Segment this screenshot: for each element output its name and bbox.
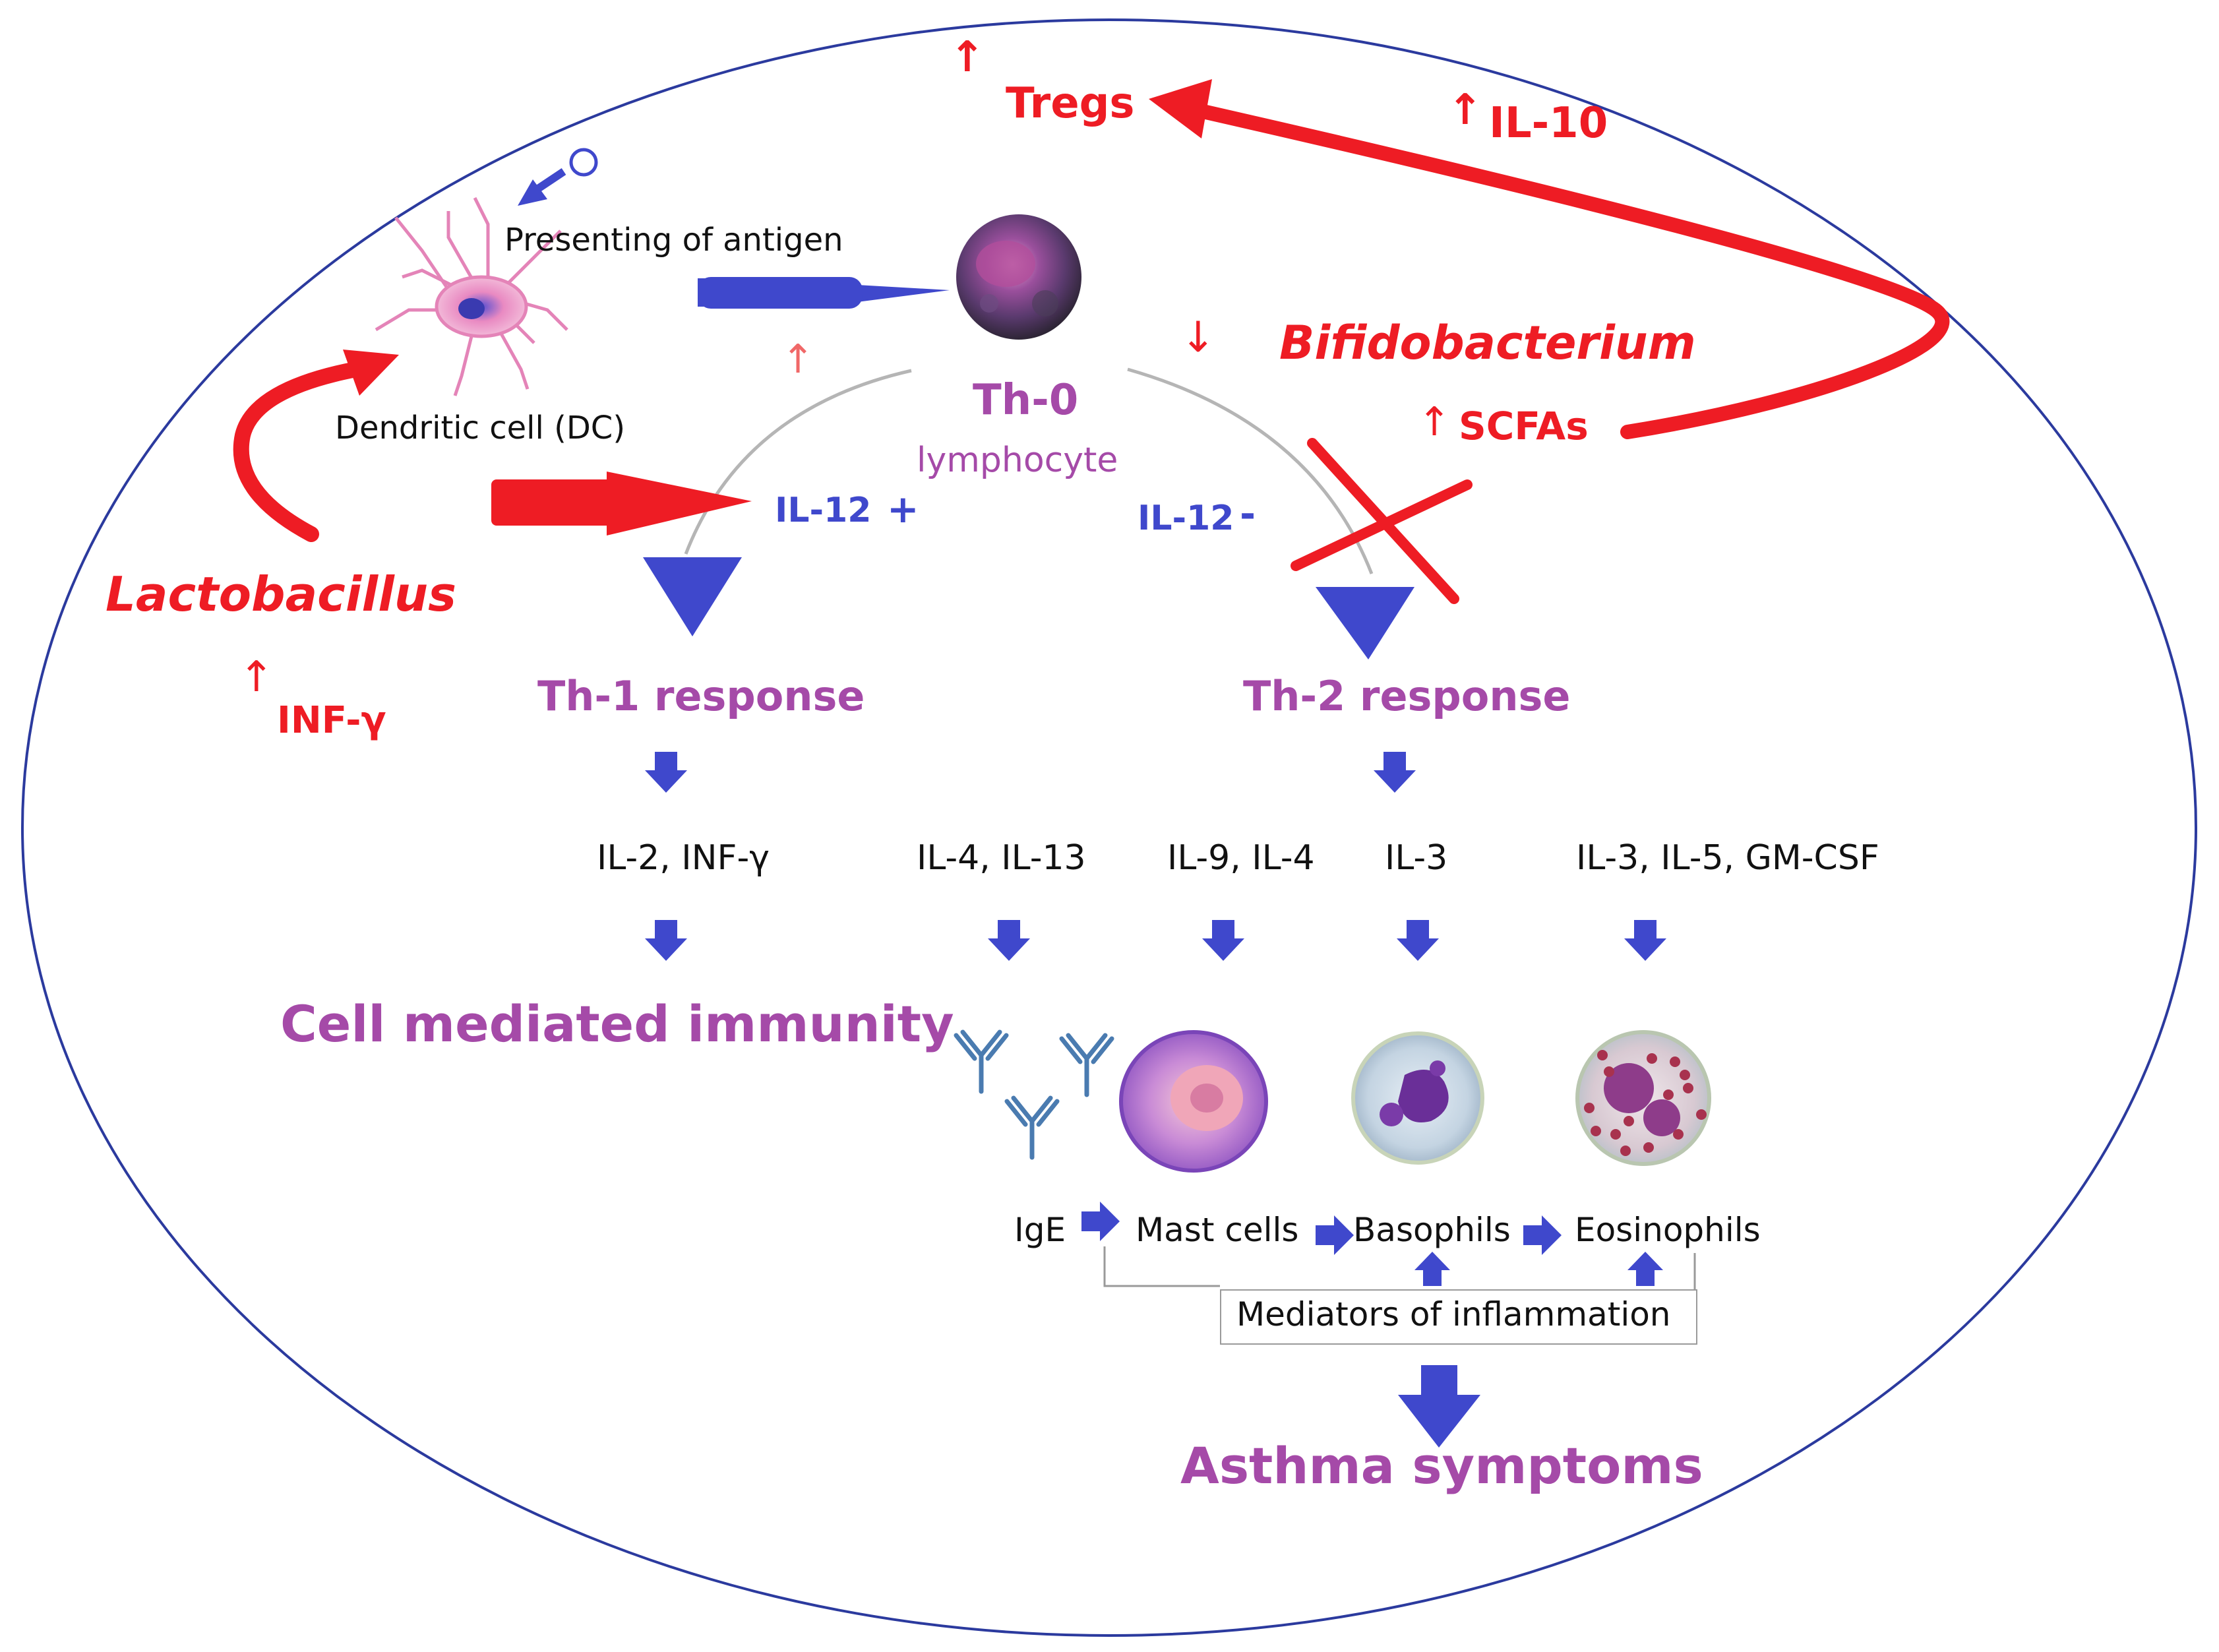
basophil-image bbox=[1351, 1031, 1484, 1165]
il12-minus-label: IL-12 bbox=[1138, 499, 1234, 538]
dendritic-cell-label: Dendritic cell (DC) bbox=[335, 410, 626, 446]
th1-cytokines-label: IL-2, INF-γ bbox=[597, 838, 770, 878]
tregs-up-arrow: ↑ bbox=[950, 33, 985, 82]
il4-il13-label: IL-4, IL-13 bbox=[917, 838, 1086, 878]
lactobacillus-arrow bbox=[233, 350, 399, 542]
mast-cell-image bbox=[1119, 1030, 1268, 1173]
th1-response-label: Th-1 response bbox=[537, 672, 865, 720]
scfas-label: SCFAs bbox=[1459, 404, 1589, 448]
il10-label: IL-10 bbox=[1489, 99, 1608, 148]
down-arrow-icon bbox=[1397, 920, 1439, 961]
mediators-label: Mediators of inflammation bbox=[1236, 1295, 1671, 1333]
antigen-circle bbox=[569, 148, 598, 177]
dendritic-cell-image bbox=[375, 197, 568, 396]
plus-sign: + bbox=[887, 487, 919, 532]
ige-label: IgE bbox=[1014, 1211, 1066, 1249]
mediators-box bbox=[1220, 1289, 1697, 1345]
th0-down-arrow: ↓ bbox=[1180, 313, 1216, 362]
il10-up-arrow: ↑ bbox=[1447, 86, 1483, 135]
right-arrow-icon bbox=[1316, 1215, 1354, 1255]
ige-antibody-image bbox=[954, 1029, 1114, 1160]
il12-plus-label: IL-12 bbox=[775, 491, 872, 530]
right-arrow-icon bbox=[1523, 1215, 1562, 1255]
th0-arc bbox=[684, 369, 912, 555]
down-arrow-icon bbox=[645, 920, 687, 961]
infg-up-arrow: ↑ bbox=[239, 653, 274, 702]
down-arrow-icon bbox=[988, 920, 1030, 961]
th2-block-x bbox=[1291, 438, 1473, 604]
mast-cells-label: Mast cells bbox=[1136, 1211, 1299, 1249]
il3-il5-gmcsf-label: IL-3, IL-5, GM-CSF bbox=[1576, 838, 1879, 878]
bifidobacterium-label: Bifidobacterium bbox=[1279, 316, 1696, 370]
outer-ellipse bbox=[21, 18, 2197, 1637]
th1-triangle bbox=[643, 557, 742, 636]
tregs-label: Tregs bbox=[1006, 79, 1135, 128]
th2-triangle bbox=[1316, 587, 1414, 659]
right-arrow-icon bbox=[1081, 1202, 1120, 1241]
antigen-arrow bbox=[518, 168, 566, 206]
down-arrow-icon bbox=[645, 752, 687, 793]
il3-label: IL-3 bbox=[1385, 838, 1448, 878]
down-arrow-icon bbox=[1202, 920, 1244, 961]
dc-to-il12-arrow bbox=[491, 472, 752, 535]
down-arrow-icon bbox=[1624, 920, 1666, 961]
lactobacillus-label: Lactobacillus bbox=[106, 566, 456, 622]
down-arrows bbox=[645, 752, 1666, 1286]
basophils-label: Basophils bbox=[1353, 1211, 1511, 1249]
il9-il4-label: IL-9, IL-4 bbox=[1167, 838, 1315, 878]
infg-label: INF-γ bbox=[277, 699, 386, 742]
minus-sign: - bbox=[1240, 491, 1256, 536]
eosinophils-label: Eosinophils bbox=[1575, 1211, 1761, 1249]
up-arrow-icon bbox=[1627, 1252, 1663, 1286]
th0-lymphocyte-image bbox=[956, 214, 1081, 340]
presenting-antigen-label: Presenting of antigen bbox=[504, 222, 843, 259]
scfas-to-tregs-arrow bbox=[1149, 79, 1950, 439]
eosinophil-image bbox=[1575, 1030, 1711, 1166]
scfas-up-arrow: ↑ bbox=[1418, 399, 1451, 445]
lymphocyte-label: lymphocyte bbox=[917, 441, 1118, 480]
asthma-symptoms-label: Asthma symptoms bbox=[1180, 1436, 1703, 1495]
up-arrow-icon bbox=[1414, 1252, 1450, 1286]
th0-label: Th-0 bbox=[973, 376, 1079, 425]
th2-response-label: Th-2 response bbox=[1243, 672, 1571, 720]
th0-up-arrow: ↑ bbox=[781, 336, 815, 382]
asthma-arrow bbox=[1398, 1365, 1480, 1448]
down-arrow-icon bbox=[1374, 752, 1416, 793]
cell-mediated-immunity-label: Cell mediated immunity bbox=[280, 994, 954, 1053]
